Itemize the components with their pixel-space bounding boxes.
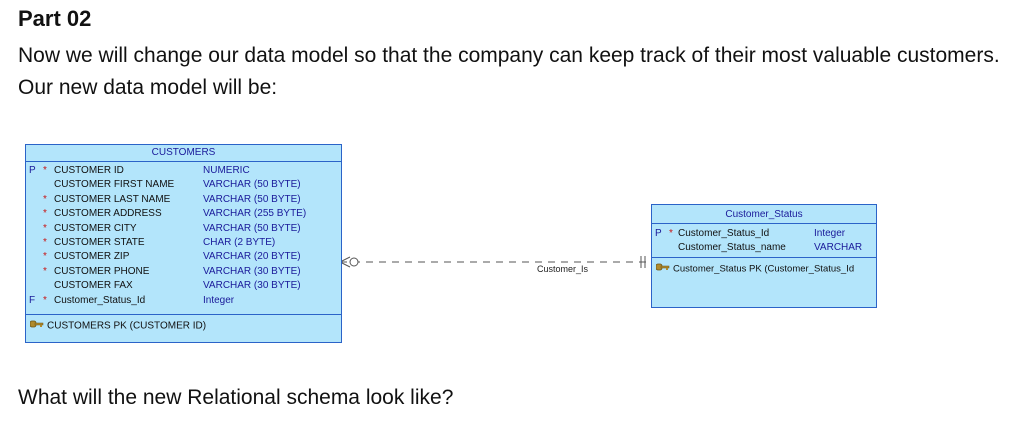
attribute-row[interactable]: * CUSTOMER ZIP VARCHAR (20 BYTE) — [26, 250, 341, 264]
mandatory-marker: * — [43, 222, 47, 234]
customer-status-attributes: P * Customer_Status_Id Integer Customer_… — [652, 224, 876, 255]
mandatory-marker: * — [43, 165, 47, 176]
attribute-row[interactable]: P * Customer_Status_Id Integer — [652, 227, 876, 241]
attribute-flag: F — [29, 294, 36, 306]
attribute-row[interactable]: * CUSTOMER STATE CHAR (2 BYTE) — [26, 236, 341, 250]
mandatory-marker: * — [43, 294, 47, 306]
attribute-type: VARCHAR (50 BYTE) — [203, 179, 301, 191]
mandatory-marker: * — [43, 193, 47, 205]
attribute-name: Customer_Status_name — [678, 242, 786, 253]
attribute-name: CUSTOMER FAX — [54, 280, 133, 292]
intro-text: Now we will change our data model so tha… — [18, 44, 1000, 99]
customer-status-entity[interactable]: Customer_Status P * Customer_Status_Id I… — [651, 204, 877, 308]
attribute-row[interactable]: CUSTOMER FIRST NAME VARCHAR (50 BYTE) — [26, 178, 341, 192]
attribute-flag: P — [29, 165, 36, 176]
attribute-type: VARCHAR (30 BYTE) — [203, 280, 301, 292]
attribute-type: VARCHAR — [814, 242, 863, 253]
attribute-flag: P — [655, 228, 662, 239]
attribute-type: VARCHAR (50 BYTE) — [203, 222, 301, 234]
attribute-name: CUSTOMER CITY — [54, 222, 137, 234]
mandatory-marker: * — [43, 265, 47, 277]
attribute-row[interactable]: * CUSTOMER CITY VARCHAR (50 BYTE) — [26, 222, 341, 236]
attribute-name: CUSTOMER LAST NAME — [54, 193, 171, 205]
relationship-label: Customer_Is — [537, 264, 589, 274]
attribute-row[interactable]: * CUSTOMER PHONE VARCHAR (30 BYTE) — [26, 265, 341, 279]
attribute-name: CUSTOMER ZIP — [54, 251, 130, 263]
primary-key-row[interactable]: CUSTOMERS PK (CUSTOMER ID) — [29, 319, 207, 333]
attribute-row[interactable]: CUSTOMER FAX VARCHAR (30 BYTE) — [26, 279, 341, 293]
mandatory-marker: * — [43, 236, 47, 248]
attribute-type: VARCHAR (30 BYTE) — [203, 265, 301, 277]
attribute-type: Integer — [814, 228, 846, 239]
key-icon — [29, 319, 44, 333]
attribute-name: CUSTOMER PHONE — [54, 265, 150, 277]
key-icon — [655, 262, 670, 276]
attribute-row[interactable]: Customer_Status_name VARCHAR — [652, 241, 876, 255]
attribute-type: Integer — [203, 294, 235, 306]
attribute-name: Customer_Status_Id — [678, 228, 770, 239]
attribute-type: VARCHAR (255 BYTE) — [203, 208, 307, 220]
attribute-type: NUMERIC — [203, 165, 250, 176]
attribute-row[interactable]: P * CUSTOMER ID NUMERIC — [26, 164, 341, 178]
one-mandatory-icon — [640, 256, 646, 268]
primary-key-label: CUSTOMERS PK (CUSTOMER ID) — [47, 320, 207, 332]
mandatory-marker: * — [669, 228, 673, 239]
mandatory-marker: * — [43, 208, 47, 220]
customers-entity[interactable]: CUSTOMERS P * CUSTOMER ID NUMERIC CUSTOM… — [25, 144, 342, 343]
customers-attributes: P * CUSTOMER ID NUMERIC CUSTOMER FIRST N… — [26, 162, 341, 308]
attribute-name: CUSTOMER ID — [54, 165, 124, 176]
customer-status-keys: Customer_Status PK (Customer_Status_Id — [652, 257, 876, 280]
attribute-name: CUSTOMER ADDRESS — [54, 208, 162, 220]
attribute-name: CUSTOMER STATE — [54, 236, 145, 248]
attribute-type: CHAR (2 BYTE) — [203, 236, 276, 248]
mandatory-marker: * — [43, 251, 47, 263]
question-text: What will the new Relational schema look… — [18, 386, 454, 409]
primary-key-label: Customer_Status PK (Customer_Status_Id — [673, 263, 855, 275]
primary-key-row[interactable]: Customer_Status PK (Customer_Status_Id — [655, 262, 855, 276]
attribute-row[interactable]: * CUSTOMER LAST NAME VARCHAR (50 BYTE) — [26, 193, 341, 207]
attribute-name: CUSTOMER FIRST NAME — [54, 179, 175, 191]
customers-title: CUSTOMERS — [26, 145, 341, 162]
attribute-name: Customer_Status_Id — [54, 294, 146, 306]
customer-status-title: Customer_Status — [652, 205, 876, 224]
attribute-type: VARCHAR (50 BYTE) — [203, 193, 301, 205]
part-title: Part 02 — [18, 6, 92, 31]
attribute-row[interactable]: * CUSTOMER ADDRESS VARCHAR (255 BYTE) — [26, 207, 341, 221]
attribute-row[interactable]: F * Customer_Status_Id Integer — [26, 294, 341, 308]
attribute-type: VARCHAR (20 BYTE) — [203, 251, 301, 263]
customers-keys: CUSTOMERS PK (CUSTOMER ID) — [26, 314, 341, 337]
